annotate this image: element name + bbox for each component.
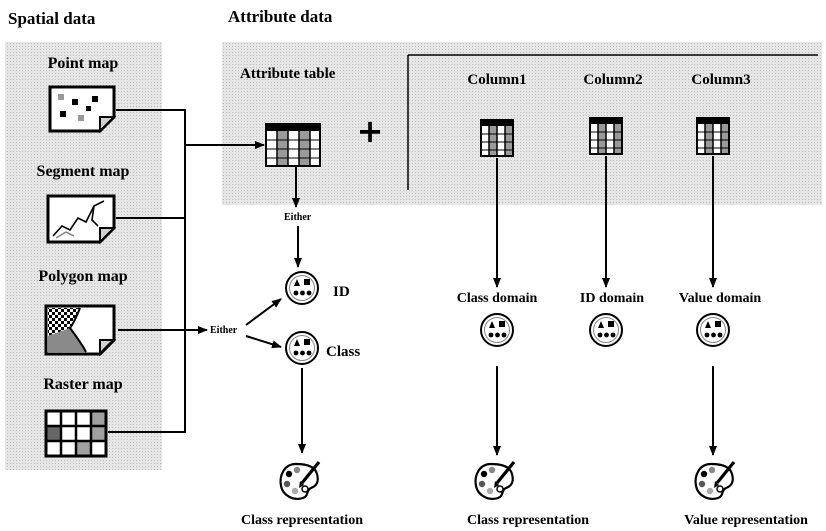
domain-icon bbox=[480, 313, 514, 347]
either-label-polygon: Either bbox=[210, 325, 238, 336]
domain-icon bbox=[696, 313, 730, 347]
table-icon bbox=[265, 123, 321, 167]
column2-label: Column2 bbox=[583, 72, 642, 88]
plus-sign: + bbox=[357, 112, 384, 150]
column2-domain-label: ID domain bbox=[580, 291, 644, 306]
either-to-class-arrow bbox=[245, 335, 282, 349]
attribute-data-heading: Attribute data bbox=[228, 7, 333, 26]
spatial-data-heading: Spatial data bbox=[8, 9, 96, 28]
column3-domain-label: Value domain bbox=[679, 291, 762, 306]
segment-map-icon bbox=[46, 194, 117, 245]
id-domain-label: ID bbox=[333, 284, 350, 300]
raster-map-label: Raster map bbox=[43, 376, 122, 393]
palette-icon bbox=[473, 460, 516, 501]
either-to-id-arrow bbox=[245, 298, 282, 326]
column-icon bbox=[589, 117, 623, 155]
domain-icon bbox=[589, 313, 623, 347]
point-map-icon bbox=[48, 85, 117, 134]
domain-icon bbox=[285, 331, 319, 365]
column-icon bbox=[696, 117, 730, 155]
column1-representation-label: Class representation bbox=[467, 513, 589, 528]
either-label-table: Either bbox=[284, 212, 312, 223]
column3-representation-label: Value representation bbox=[684, 513, 808, 528]
palette-icon bbox=[693, 460, 736, 501]
class-representation-label: Class representation bbox=[241, 513, 363, 528]
point-map-label: Point map bbox=[48, 55, 119, 72]
class-domain-label: Class bbox=[326, 344, 360, 360]
column-icon bbox=[480, 119, 514, 157]
palette-icon bbox=[278, 460, 321, 501]
column1-domain-label: Class domain bbox=[457, 291, 538, 306]
polygon-map-icon bbox=[44, 304, 117, 357]
column3-label: Column3 bbox=[691, 72, 750, 88]
column1-label: Column1 bbox=[467, 72, 526, 88]
segment-map-label: Segment map bbox=[37, 163, 130, 180]
raster-map-icon bbox=[44, 409, 108, 458]
polygon-map-label: Polygon map bbox=[38, 268, 127, 285]
attribute-table-label: Attribute table bbox=[240, 66, 336, 82]
domain-icon bbox=[285, 271, 319, 305]
